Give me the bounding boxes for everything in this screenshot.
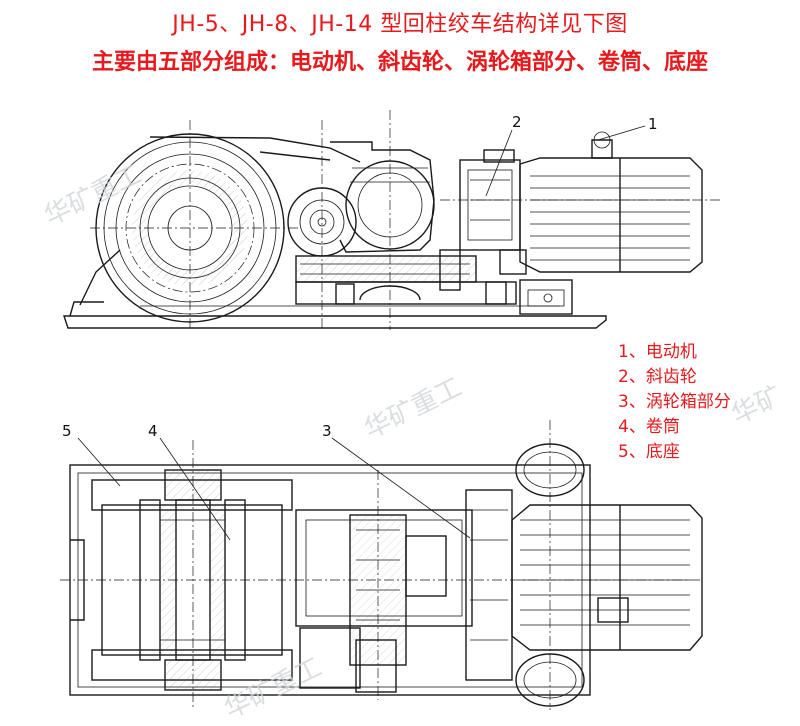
legend-item-motor: 1、电动机	[618, 342, 697, 362]
callout-4: 4	[148, 422, 158, 440]
legend-item-worm-gearbox: 3、涡轮箱部分	[618, 392, 731, 412]
callout-1: 1	[648, 115, 658, 133]
motor-side	[519, 131, 703, 315]
side-view	[63, 110, 720, 330]
motor-plan	[511, 443, 703, 707]
callout-5: 5	[62, 422, 72, 440]
callout-2: 2	[512, 113, 522, 131]
diagram-subtitle: 主要由五部分组成：电动机、斜齿轮、涡轮箱部分、卷筒、底座	[91, 50, 708, 75]
base-plate	[63, 315, 607, 329]
diagram-title: JH-5、JH-8、JH-14 型回柱绞车结构详见下图	[172, 12, 628, 37]
legend-item-drum: 4、卷筒	[618, 417, 680, 437]
legend-item-helical-gear: 2、斜齿轮	[618, 367, 697, 387]
parts-legend: 1、电动机 2、斜齿轮 3、涡轮箱部分 4、卷筒 5、底座	[618, 340, 731, 465]
callout-3: 3	[322, 422, 332, 440]
legend-item-base: 5、底座	[618, 442, 680, 462]
plan-view	[60, 420, 703, 710]
gearbox-housing	[330, 141, 435, 253]
